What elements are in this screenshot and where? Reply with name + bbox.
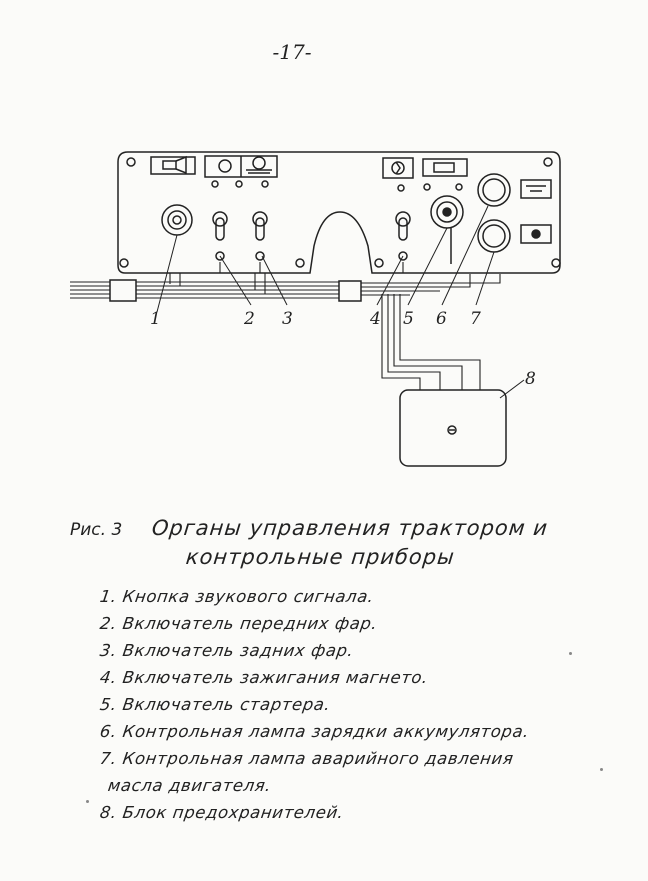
leader-lines <box>156 205 525 399</box>
callout-8: 8 <box>525 369 536 389</box>
callout-3: 3 <box>282 309 293 329</box>
figure-caption-line-1: Органы управления трактором и <box>150 516 550 540</box>
harness-clamp-left <box>109 279 137 302</box>
rear-lights-switch <box>252 211 268 261</box>
page-number: -17- <box>272 40 312 64</box>
charge-lamp <box>477 173 511 207</box>
panel-screws <box>119 157 561 268</box>
horn-label-plate <box>150 155 196 175</box>
battery-label-plate <box>422 158 468 177</box>
scan-speck <box>86 800 89 803</box>
legend-item: 4. Включатель зажигания магнето. <box>98 668 430 687</box>
legend-item: 2. Включатель передних фар. <box>98 614 379 633</box>
legend-item: 1. Кнопка звукового сигнала. <box>98 587 376 606</box>
legend-item: 7. Контрольная лампа аварийного давления <box>98 749 515 768</box>
starter-switch <box>430 195 464 264</box>
legend-item-continuation: масла двигателя. <box>106 776 273 795</box>
legend-item: 8. Блок предохранителей. <box>98 803 346 822</box>
plate-screws <box>211 180 463 192</box>
callout-1: 1 <box>150 309 161 329</box>
callout-4: 4 <box>369 309 381 329</box>
harness-clamp-center <box>338 280 362 302</box>
wiring-harness <box>70 262 501 390</box>
legend-list: 1. Кнопка звукового сигнала. 2. Включате… <box>98 583 531 826</box>
oil-pressure-lamp <box>477 219 511 253</box>
oil-lamp-label <box>520 224 552 244</box>
callout-5: 5 <box>403 309 414 329</box>
ignition-label-plate <box>382 157 414 179</box>
control-panel-diagram: 1 2 3 4 5 6 7 8 <box>70 151 561 467</box>
scan-speck <box>600 768 603 771</box>
legend-item: 3. Включатель задних фар. <box>98 641 355 660</box>
figure-caption-line-2: контрольные приборы <box>184 545 457 569</box>
scan-speck <box>569 652 572 655</box>
figure-label: Рис. 3 <box>70 520 123 540</box>
legend-item: 5. Включатель стартера. <box>98 695 332 714</box>
callout-2: 2 <box>243 309 255 329</box>
callout-7: 7 <box>470 309 481 329</box>
horn-button <box>161 204 193 236</box>
charge-lamp-label <box>520 179 552 199</box>
lights-label-plate <box>204 155 278 178</box>
callout-6: 6 <box>436 309 447 329</box>
fuse-block <box>399 389 507 467</box>
panel-outline <box>117 151 561 274</box>
legend-item: 6. Контрольная лампа зарядки аккумулятор… <box>98 722 531 741</box>
ignition-switch <box>395 211 411 261</box>
front-lights-switch <box>212 211 228 261</box>
